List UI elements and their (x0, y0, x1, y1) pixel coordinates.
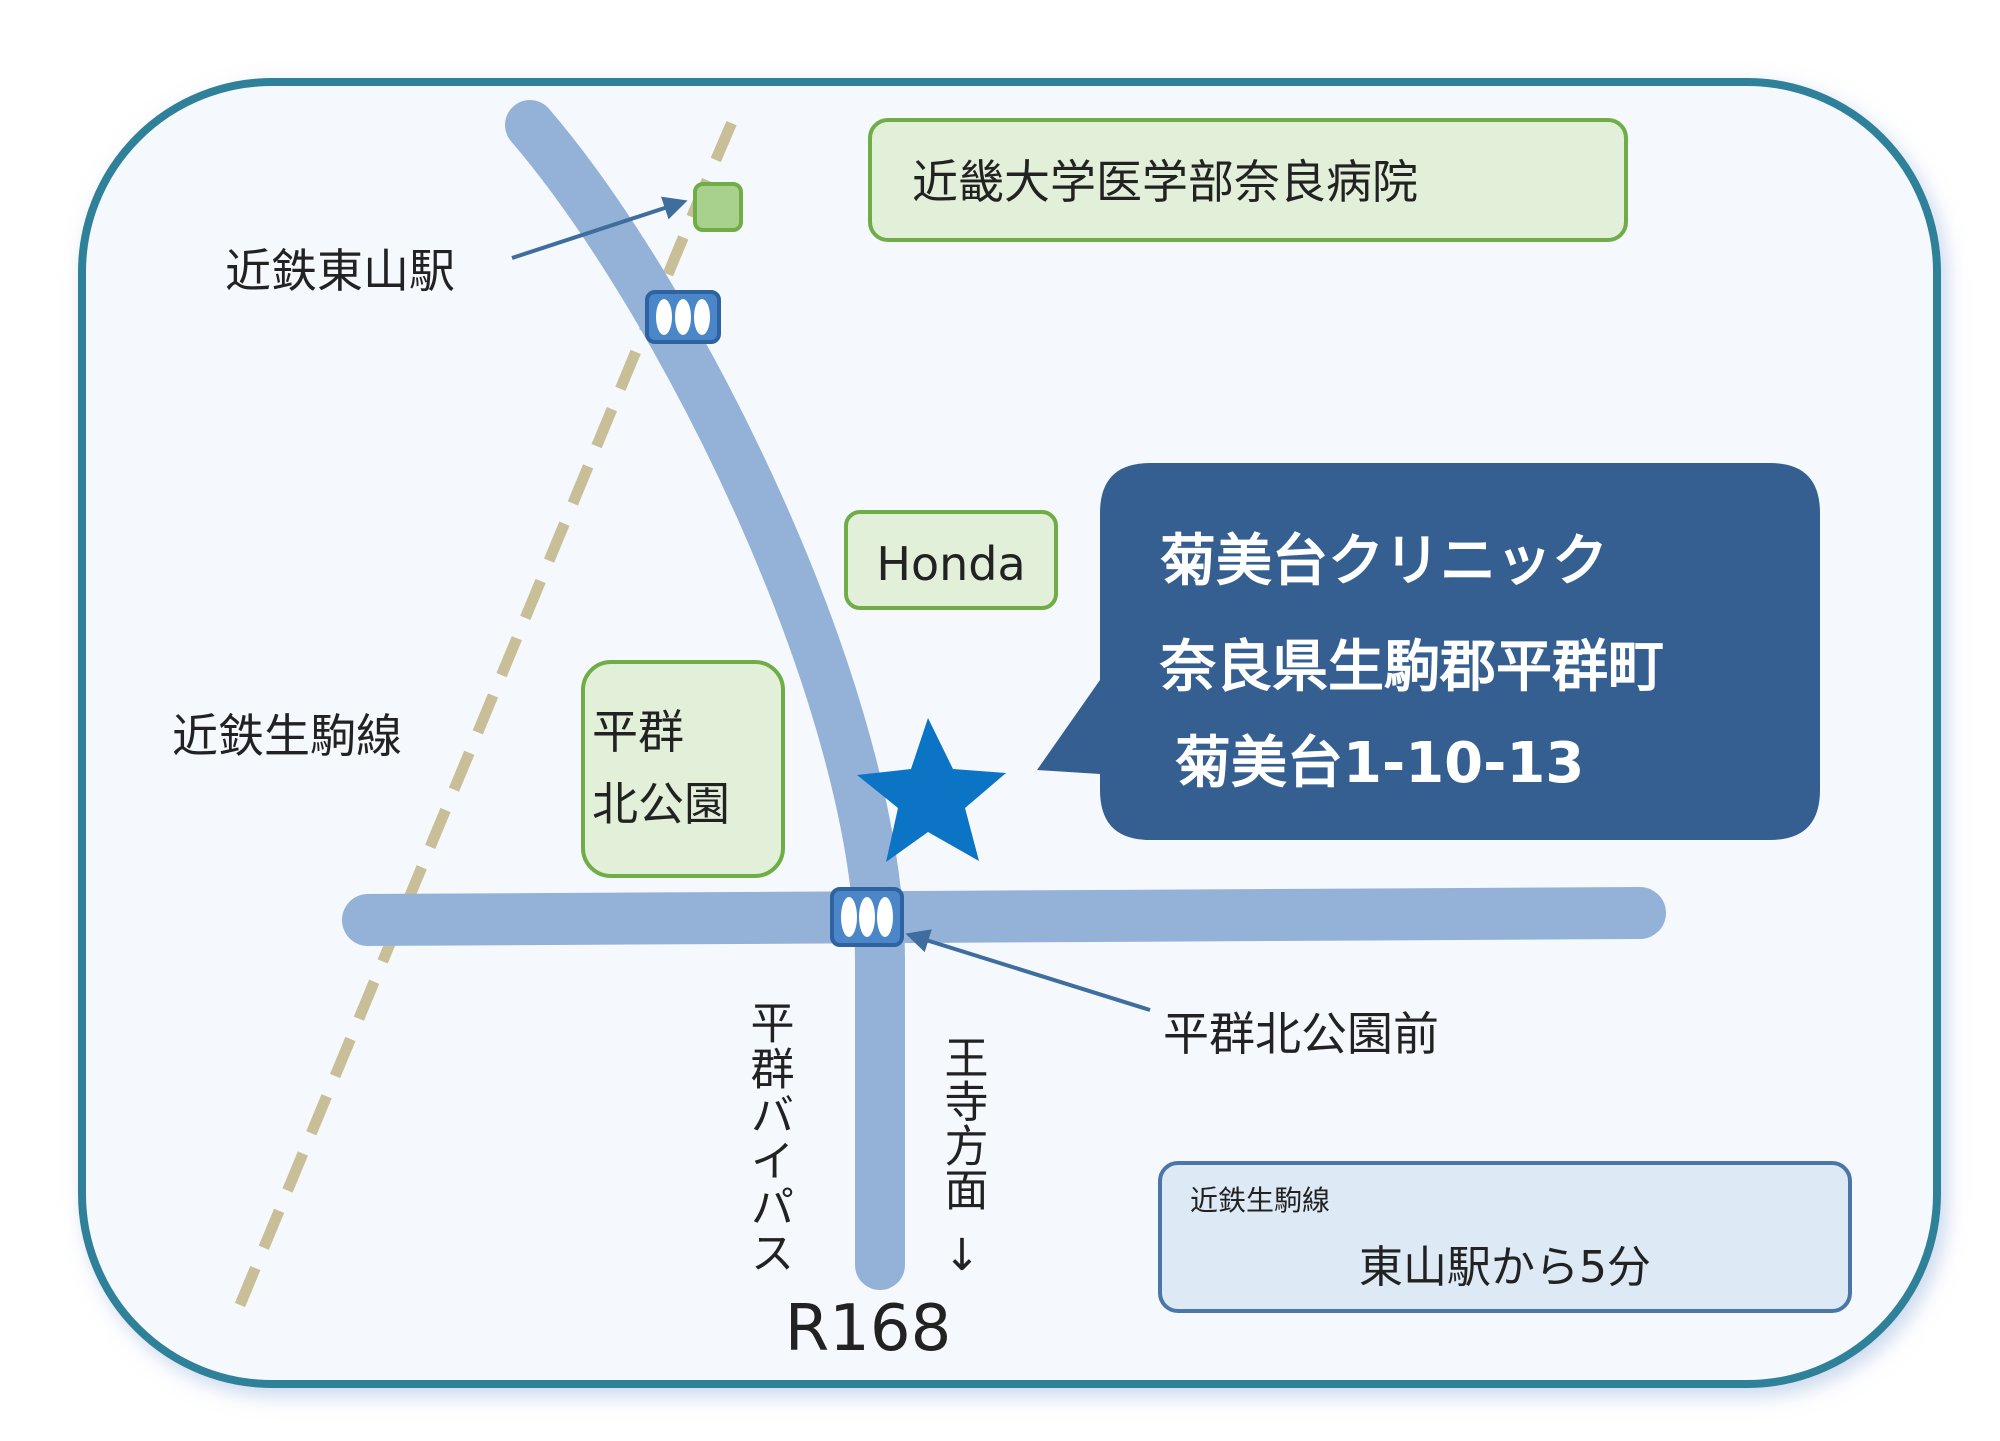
star-icon (857, 718, 1006, 862)
intersection-label: 平群北公園前 (1163, 1007, 1439, 1061)
rail-line-label: 近鉄生駒線 (172, 709, 402, 763)
landmark-park (581, 660, 785, 878)
bypass-label: 平群バイパス (743, 1000, 794, 1276)
route-label: R168 (785, 1292, 952, 1366)
hospital-label: 近畿大学医学部奈良病院 (912, 155, 1418, 209)
access-time-label: 東山駅から5分 (1359, 1242, 1651, 1293)
honda-label: Honda (876, 537, 1025, 591)
clinic-address-line2: 菊美台1-10-13 (1175, 731, 1584, 796)
landmark-honda (844, 510, 1058, 610)
landmark-hospital-box (868, 118, 1628, 242)
station-icon (693, 182, 743, 232)
traffic-signal-icon (645, 290, 721, 344)
station-pointer-arrow (511, 196, 688, 260)
direction-arrow-icon: ↓ (944, 1230, 981, 1281)
map-frame (78, 78, 1941, 1388)
clinic-address-line1: 奈良県生駒郡平群町 (1159, 635, 1664, 700)
access-line-label: 近鉄生駒線 (1190, 1184, 1330, 1217)
intersection-pointer-arrow (905, 929, 1151, 1012)
clinic-callout (1037, 463, 1820, 840)
park-label-line2: 北公園 (592, 777, 730, 831)
road-horizontal (342, 887, 1666, 946)
traffic-signal-icon (830, 887, 904, 947)
station-label: 近鉄東山駅 (225, 244, 455, 298)
road-r168 (505, 100, 905, 1290)
access-info-box (1158, 1161, 1852, 1313)
direction-label: 王寺方面 (937, 1035, 988, 1211)
clinic-name: 菊美台クリニック (1160, 529, 1608, 594)
park-label-line1: 平群 (592, 705, 684, 759)
